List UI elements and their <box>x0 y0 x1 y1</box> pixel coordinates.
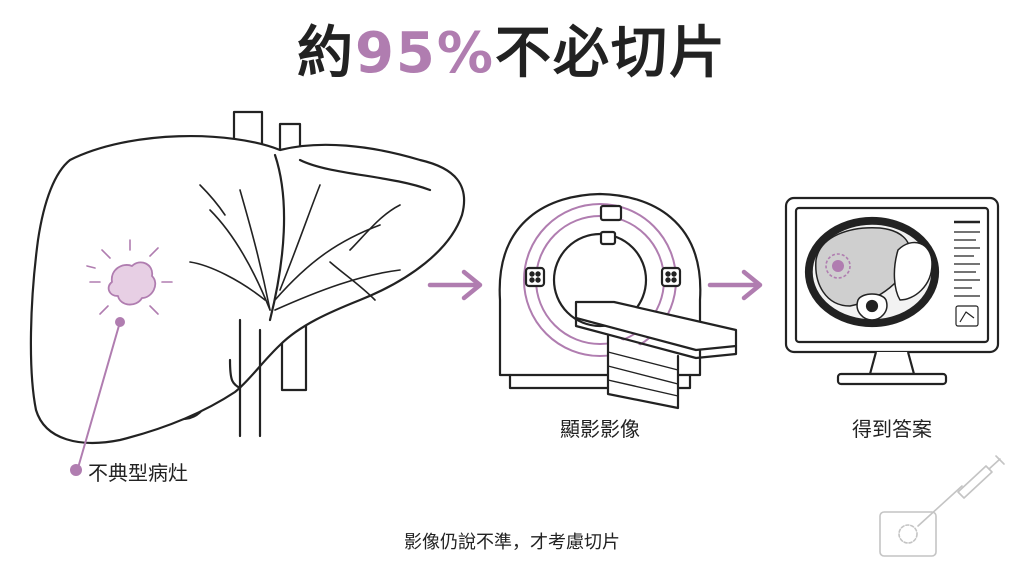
lesion-label: 不典型病灶 <box>88 461 188 485</box>
ct-indicator-mid <box>599 230 617 246</box>
lesion-anchor-bottom <box>70 464 82 476</box>
ct-indicator-top <box>599 204 623 222</box>
biopsy-needle-shaft <box>917 485 963 527</box>
lesion-pointer-line <box>77 321 121 469</box>
monitor-stand <box>836 372 948 386</box>
ct-table-pedestal <box>606 334 680 410</box>
headline-prefix: 約 <box>296 21 355 86</box>
vessel-branches <box>189 184 401 311</box>
headline: 約95%不必切片 <box>0 18 1024 90</box>
result-label: 得到答案 <box>852 417 932 441</box>
right-lobe-seam <box>298 158 432 192</box>
headline-percentage: 95% <box>354 21 496 86</box>
arrow-right-icon-2 <box>707 269 763 301</box>
imaging-label: 顯影影像 <box>560 417 640 441</box>
ct-slice-image <box>804 216 940 328</box>
screen-sidebar <box>954 220 980 327</box>
ct-panel-right <box>660 266 682 288</box>
bile-duct <box>228 358 242 390</box>
biopsy-plunger <box>988 458 1001 470</box>
biopsy-syringe-body <box>957 465 993 499</box>
lesion-blob <box>107 261 157 306</box>
arrow-right-icon <box>427 269 483 301</box>
liver-icon <box>29 110 466 476</box>
monitor-neck <box>868 351 916 376</box>
lesion-marker <box>70 239 173 476</box>
ct-panel-left <box>524 266 546 288</box>
ct-table-edge <box>574 316 738 360</box>
ct-scanner-icon <box>498 192 738 410</box>
portal-vein <box>238 318 262 438</box>
biopsy-needle-icon <box>879 455 1005 557</box>
slice-lesion-highlight <box>825 253 851 279</box>
lobe-division <box>268 153 286 322</box>
monitor-icon <box>784 196 1000 386</box>
footer-note: 影像仍說不準，才考慮切片 <box>404 532 620 553</box>
ct-base <box>508 373 692 390</box>
biopsy-tissue-box <box>879 511 937 557</box>
biopsy-target <box>898 524 918 544</box>
liver-outline <box>29 134 466 444</box>
headline-suffix: 不必切片 <box>495 21 728 86</box>
